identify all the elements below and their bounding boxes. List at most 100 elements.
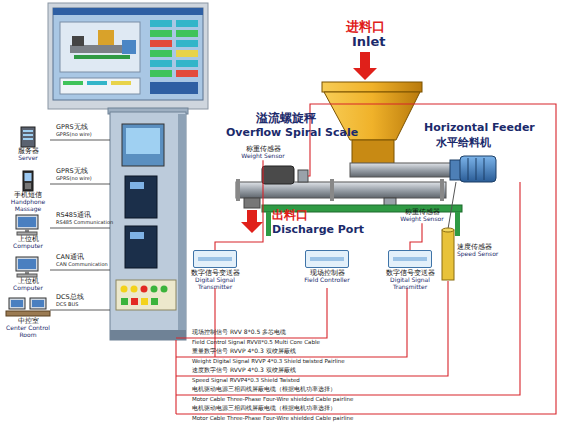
feeder-machine-part xyxy=(244,198,260,208)
server-icon-part xyxy=(23,134,33,136)
link-label: RS485 Communication xyxy=(56,220,113,225)
cable-label: 电机驱动电源三相四线屏蔽电缆（根据电机功率选择） xyxy=(192,405,336,411)
room-icon-part xyxy=(11,300,23,307)
monitor-screenshot-part xyxy=(150,20,172,27)
device-icon-node: 上位机Computer xyxy=(2,256,54,292)
field-cable xyxy=(176,104,556,414)
signal-box-stripe xyxy=(310,257,344,261)
feeder-machine-part xyxy=(322,82,422,92)
device-node: 数字信号变送器Digital Signal Transmitter xyxy=(180,250,250,291)
feeder-machine-part xyxy=(448,182,456,229)
node-heading: 手机短信 xyxy=(2,192,54,199)
monitor-screenshot-part xyxy=(60,78,140,94)
communication-line-part xyxy=(50,184,110,185)
link-label: GPRS(no wire) xyxy=(56,176,92,181)
feeder-machine-part xyxy=(476,158,477,180)
monitor-screenshot-part xyxy=(150,60,172,67)
feeder-machine-part xyxy=(330,179,334,201)
feeder-machine-part xyxy=(266,212,271,236)
node-subtext: Digital Signal Transmitter xyxy=(180,277,250,291)
control-cabinet-part xyxy=(178,114,186,340)
node-heading: 称重传感器 xyxy=(232,146,294,153)
part-label: 进料口 xyxy=(346,20,385,33)
feeder-machine-part xyxy=(442,228,454,232)
flow-arrow-part xyxy=(353,52,377,80)
monitor-screenshot-part xyxy=(176,60,198,67)
node-heading: 数字信号变送器 xyxy=(180,270,250,277)
cable-label: 速度数字信号 RVVP 4*0.3 双绞屏蔽线 xyxy=(192,367,296,373)
monitor-screenshot-part xyxy=(150,40,172,47)
link-label: DCS总线 xyxy=(56,294,84,301)
link-label: GPRS(no wire) xyxy=(56,132,92,137)
signal-box-stripe xyxy=(198,257,232,261)
control-cabinet-part xyxy=(130,232,144,239)
node-subtext: Server xyxy=(2,155,54,162)
device-icon-node: 中控室Center Control Room xyxy=(2,296,54,339)
monitor-screenshot-part xyxy=(72,36,84,46)
monitor-screenshot-part xyxy=(150,50,172,57)
monitor-screenshot-part xyxy=(60,22,140,72)
room-icon-part xyxy=(6,311,50,316)
part-label: 溢流螺旋秤 xyxy=(256,112,316,124)
control-cabinet-part xyxy=(110,112,186,340)
monitor-screenshot-part xyxy=(150,82,198,94)
cable-label: Field Control Signal RVV8*0.5 Multi Core… xyxy=(192,340,320,346)
monitor-screenshot-part xyxy=(98,30,114,45)
computer-icon-part xyxy=(17,274,37,277)
monitor-screenshot-part xyxy=(53,8,203,15)
monitor-screenshot xyxy=(48,3,208,112)
signal-box-stripe xyxy=(393,257,427,261)
feeder-machine-part xyxy=(442,230,454,280)
monitor-screenshot-part xyxy=(74,55,130,59)
feeder-machine-part xyxy=(350,163,460,177)
control-cabinet-part xyxy=(125,226,157,268)
field-cable-part xyxy=(214,288,215,357)
device-node: 数字信号变送器Digital Signal Transmitter xyxy=(375,250,445,291)
computer-icon-part xyxy=(17,232,37,235)
link-label: CAN Communication xyxy=(56,262,108,267)
feeder-machine-part xyxy=(484,158,485,180)
monitor-screenshot-part xyxy=(63,81,83,85)
monitor-screenshot-part xyxy=(176,30,198,37)
monitor-screenshot-part xyxy=(176,70,198,77)
monitor-screenshot-part xyxy=(53,8,203,100)
flow-arrow xyxy=(241,52,377,233)
field-cable-part xyxy=(176,104,556,414)
feeder-machine-part xyxy=(468,158,469,180)
monitor-screenshot-part xyxy=(111,81,131,85)
room-icon-part xyxy=(9,298,25,309)
control-cabinet-part xyxy=(141,286,148,293)
device-icon-node: 上位机Computer xyxy=(2,214,54,250)
control-cabinet-part xyxy=(151,286,158,293)
node-heading: 上位机 xyxy=(2,236,54,243)
control-cabinet-part xyxy=(122,124,164,166)
node-heading: 称重传感器 xyxy=(392,209,452,216)
control-cabinet-part xyxy=(131,298,138,305)
field-cable-part xyxy=(176,288,327,338)
control-cabinet-part xyxy=(121,298,128,305)
monitor-screenshot-part xyxy=(176,20,198,27)
cable-label: 重量数字信号 RVVP 4*0.3 双绞屏蔽线 xyxy=(192,348,296,354)
room-icon-part xyxy=(30,298,46,309)
link-label: RS485通讯 xyxy=(56,212,91,219)
signal-connector xyxy=(215,160,263,250)
monitor-screenshot-part xyxy=(87,81,107,85)
control-cabinet-part xyxy=(130,182,144,189)
computer-icon-part xyxy=(18,259,36,269)
feeder-machine-part xyxy=(298,170,308,182)
node-heading: 数字信号变送器 xyxy=(375,270,445,277)
monitor-screenshot-part xyxy=(70,45,130,53)
computer-icon-part xyxy=(16,257,38,271)
server-icon-part xyxy=(23,130,33,132)
computer-icon xyxy=(3,214,53,236)
device-icon-node: 服务器Server xyxy=(2,126,54,162)
device-node: 称重传感器Weight Sensor xyxy=(232,146,294,160)
field-cable-part xyxy=(176,288,407,357)
device-icon-node: 手机短信Handphone Massage xyxy=(2,170,54,213)
cable-label: Motor Cable Three-Phase Four-Wire shield… xyxy=(192,397,353,403)
phone-icon-part xyxy=(25,183,31,189)
node-heading: 速度传感器 xyxy=(457,244,513,251)
part-label: Inlet xyxy=(352,35,386,48)
